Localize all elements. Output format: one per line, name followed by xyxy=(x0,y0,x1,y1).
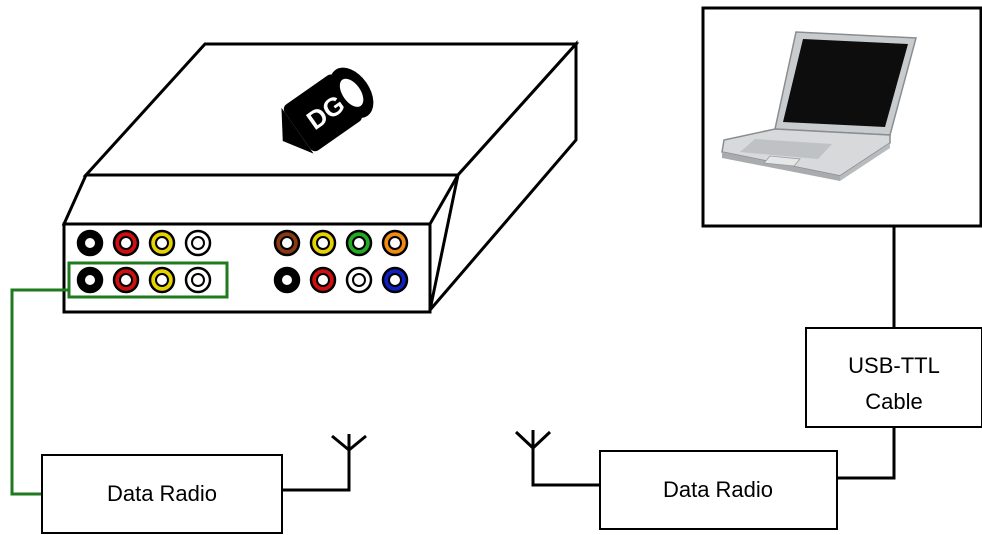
radio-to-usb-line xyxy=(837,427,896,480)
data-radio-right-label: Data Radio xyxy=(663,477,773,502)
rca-jack-center xyxy=(119,273,133,287)
rca-jack-center xyxy=(280,236,294,250)
laptop-icon xyxy=(721,31,917,181)
rca-jack-center xyxy=(83,236,97,250)
rca-jack-center xyxy=(280,273,294,287)
rca-jack-center xyxy=(191,273,205,287)
jack-panel xyxy=(76,229,409,294)
rca-jack-center xyxy=(352,273,366,287)
dvr-box-icon xyxy=(61,40,580,314)
rca-jack-center xyxy=(316,273,330,287)
usb-ttl-cable-box xyxy=(805,327,982,428)
data-radio-right xyxy=(599,450,838,530)
data-radio-left-label: Data Radio xyxy=(107,481,217,506)
rca-jack-center xyxy=(388,273,402,287)
data-radio-left xyxy=(41,454,283,534)
rca-jack-center xyxy=(155,273,169,287)
usb-ttl-line1: USB-TTL xyxy=(848,353,940,378)
right-antenna-line xyxy=(531,448,600,487)
antenna-icon xyxy=(331,434,367,452)
rca-jack-center xyxy=(191,236,205,250)
rca-jack-center xyxy=(83,273,97,287)
rca-jack-center xyxy=(155,236,169,250)
antenna-icon xyxy=(514,430,552,450)
logo-icon: DG xyxy=(281,67,374,154)
rca-jack-center xyxy=(388,236,402,250)
rca-jack-center xyxy=(352,236,366,250)
green-cable xyxy=(10,288,69,496)
rca-jack-center xyxy=(119,236,133,250)
left-antenna-line xyxy=(282,450,351,492)
rca-jack-center xyxy=(316,236,330,250)
output-jacks-highlight xyxy=(67,261,229,299)
usb-ttl-line2: Cable xyxy=(865,389,922,414)
